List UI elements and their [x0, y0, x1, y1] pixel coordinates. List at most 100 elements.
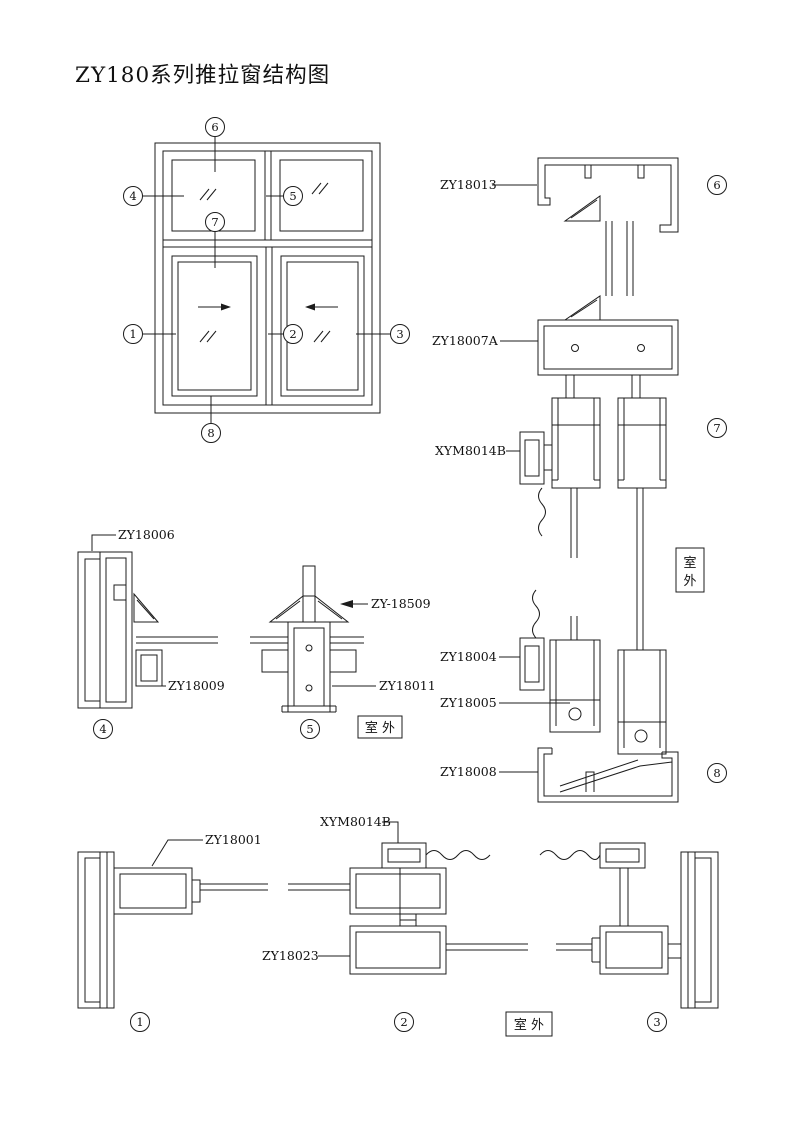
glazing-wedge-left	[268, 594, 304, 623]
glazing-wedge-lower-inner	[570, 299, 598, 318]
sash-top-rail-left	[551, 397, 601, 489]
callout-7-section-number: 7	[713, 421, 720, 435]
label-zy18007a: ZY18007A	[432, 333, 499, 348]
lock-connector	[619, 868, 629, 926]
lock-profile-lower-inner	[524, 645, 540, 683]
label-zy18009: ZY18009	[168, 678, 225, 693]
lock-profile-lower	[519, 637, 545, 691]
sash-interlock-hook	[591, 937, 600, 963]
callout-3-elevation-number: 3	[396, 327, 403, 341]
sash-top-rail-right-inner	[618, 398, 666, 481]
outdoor-box	[505, 1011, 553, 1037]
label-xym8014b-lower-leader	[382, 821, 399, 843]
outdoor-marker-bottom: 室 外	[505, 1011, 553, 1037]
callout-5-elevation	[283, 186, 303, 206]
callout-1-elevation-number: 1	[129, 327, 136, 341]
glazing-bead-left	[261, 649, 289, 673]
callout-1-section	[130, 1012, 150, 1032]
lock-profile-upper-inner	[524, 439, 540, 477]
mullion-post	[302, 565, 316, 597]
head-frame-tabs	[584, 165, 645, 179]
sash-stile-inner	[119, 873, 187, 909]
sash-stile	[599, 925, 669, 975]
callout-4-elevation	[123, 186, 143, 206]
glazing-wedge-upper	[563, 195, 601, 222]
label-zy18011: ZY18011	[379, 678, 436, 693]
upper-sash-stile	[349, 867, 447, 915]
transom-screw-port-right	[637, 344, 645, 352]
jamb-stop	[668, 943, 681, 959]
label-xym8014b-upper: XYM8014B	[435, 443, 506, 458]
sill-track-upstand	[585, 771, 595, 792]
label-zy18006-leader	[91, 534, 116, 551]
mullion-body-inner	[293, 627, 325, 707]
jamb-body	[99, 551, 133, 709]
lock-upper-attach	[544, 444, 552, 471]
roller-right	[634, 729, 648, 743]
lower-sash-stile	[349, 925, 447, 975]
outdoor-marker-vertical: 室 外	[675, 547, 705, 593]
lock-profile	[599, 842, 646, 869]
glazing-wedge-left-inner	[275, 600, 301, 620]
label-zy18008: ZY18008	[440, 764, 497, 779]
callout-1-section-number: 1	[136, 1015, 143, 1029]
lock-profile-inner	[605, 848, 640, 863]
callout-2-elevation-number: 2	[289, 327, 296, 341]
callout-7-elevation-number: 7	[211, 215, 218, 229]
outdoor-box	[357, 715, 403, 739]
sliding-sash-right	[280, 255, 365, 397]
sash-stile-inner	[605, 931, 663, 969]
callout-5-section	[300, 719, 320, 739]
glazing-wedge-right-inner	[317, 600, 343, 620]
glazing-wedge-inner	[136, 599, 155, 620]
label-zy18509: ZY-18509	[371, 596, 431, 611]
label-zy18001: ZY18001	[205, 832, 262, 847]
outdoor-char-1: 室	[683, 555, 696, 571]
label-zy18005: ZY18005	[440, 695, 497, 710]
window-outer-frame	[154, 142, 381, 414]
glass-lines	[136, 636, 218, 644]
jamb-outer	[77, 851, 101, 1009]
sash-top-rail-left-inner	[552, 398, 600, 481]
callout-3-elevation	[390, 324, 410, 344]
frame-dividers	[163, 151, 372, 405]
slide-arrow-right-head	[305, 303, 315, 311]
label-zy18001-leader	[151, 839, 203, 867]
glass-lines	[250, 636, 364, 644]
callout-8-elevation	[201, 423, 221, 443]
lock-profile-inner	[387, 848, 421, 863]
glazing-wedge-lower	[563, 295, 601, 321]
transom-screw-port-left	[571, 344, 579, 352]
callout-3-section	[647, 1012, 667, 1032]
callout-4-section	[93, 719, 113, 739]
mullion-screw-port-2	[305, 684, 313, 692]
mullion-screw-port-1	[305, 644, 313, 652]
transom-profile-inner	[543, 325, 673, 370]
sash-bottom-rail-right-inner	[618, 650, 666, 748]
glazing-wedge-upper-inner	[570, 199, 598, 219]
section-1-jamb-detail: ZY18001	[77, 832, 350, 1009]
seal-squiggle-right	[539, 850, 601, 860]
vertical-section-labels: ZY18013 ZY18007A XYM8014B ZY18004 ZY1800…	[432, 177, 570, 779]
label-xym8014b-lower: XYM8014B	[320, 814, 391, 829]
jamb-body-inner	[105, 557, 127, 703]
callout-6-elevation	[205, 117, 225, 137]
seal-squiggle-left	[425, 850, 491, 860]
label-zy18006: ZY18006	[118, 527, 175, 542]
label-zy18509-arrow	[340, 600, 353, 608]
glass-hatch-marks	[199, 182, 331, 343]
outdoor-marker-middle: 室 外	[357, 715, 403, 739]
section-3-jamb-detail	[539, 842, 719, 1009]
lower-sash-stile-inner	[355, 931, 441, 969]
callout-2-section-number: 2	[400, 1015, 407, 1029]
window-inner-frame	[162, 150, 373, 406]
callout-7-elevation	[205, 212, 225, 232]
glazing-bead-inner	[140, 654, 158, 682]
lock-profile	[381, 842, 427, 869]
label-zy18004: ZY18004	[440, 649, 497, 664]
outdoor-char-2: 外	[683, 574, 696, 589]
sash-glass-left	[570, 488, 578, 558]
glazing-wedge	[133, 592, 160, 623]
interlock-hooks	[399, 914, 417, 926]
sash-interlock-hook	[192, 879, 201, 903]
